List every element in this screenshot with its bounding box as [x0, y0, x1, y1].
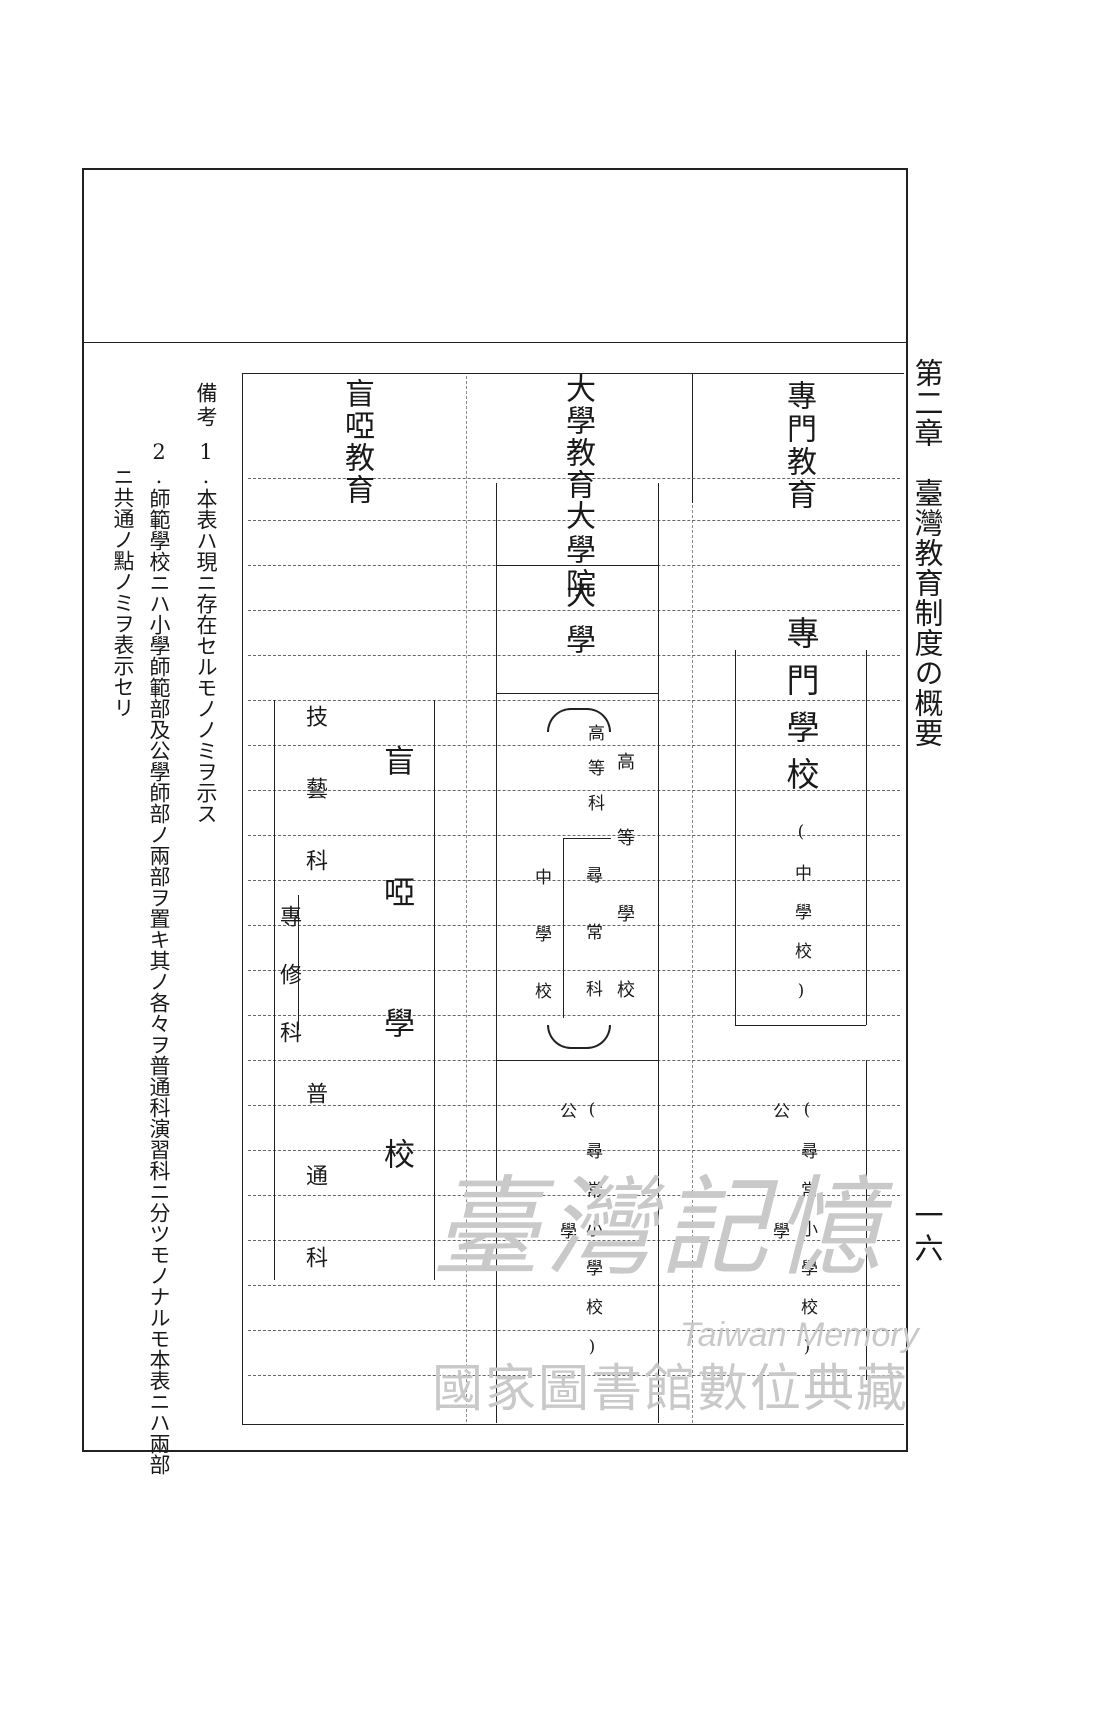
- prerequisite-side-label: 學: [769, 1222, 789, 1239]
- school-name: 盲啞學校: [378, 745, 414, 1269]
- box-divider: [496, 565, 658, 566]
- column-divider: [692, 373, 693, 503]
- row-rule: [248, 1105, 900, 1106]
- row-rule: [248, 700, 900, 701]
- box-right-edge: [658, 483, 659, 1423]
- box-left-edge: [866, 1060, 867, 1380]
- row-rule: [248, 1330, 900, 1331]
- row-rule: [248, 1285, 900, 1286]
- column-heading: 專門教育: [781, 380, 816, 512]
- column-divider: [466, 376, 467, 1422]
- column-divider: [692, 505, 693, 1423]
- column-heading: 盲啞教育: [339, 378, 374, 506]
- box-right-edge: [434, 700, 435, 1280]
- table-bottom-border: [242, 1424, 904, 1425]
- row-rule: [248, 790, 900, 791]
- running-head: 第二章 臺灣教育制度の概要: [910, 358, 944, 748]
- box-divider: [496, 693, 658, 694]
- course-separator: [563, 838, 611, 839]
- note-2-continued: ニ共通ノ點ノミヲ表示セリ: [111, 466, 135, 718]
- row-rule: [248, 1240, 900, 1241]
- middle-school: 中學校: [531, 868, 551, 1039]
- row-rule: [248, 1375, 900, 1376]
- watermark-latin: Taiwan Memory: [680, 1316, 919, 1354]
- row-rule: [248, 880, 900, 881]
- prerequisite-school: (中學校): [791, 822, 811, 1023]
- course-futsu: 普通科: [302, 1082, 327, 1328]
- notes-label: 備考: [194, 382, 218, 430]
- row-rule: [248, 745, 900, 746]
- box-left-edge: [496, 483, 497, 1423]
- row-rule: [248, 1015, 900, 1016]
- row-rule: [248, 1150, 900, 1151]
- course-separator: [563, 838, 564, 1018]
- prerequisite-side-label: 公: [556, 1102, 576, 1119]
- prerequisite-school: (尋常小學校): [582, 1100, 602, 1379]
- table-left-border: [242, 373, 243, 1425]
- box-divider: [496, 1060, 658, 1061]
- box-left-edge: [274, 700, 275, 1280]
- row-rule: [248, 970, 900, 971]
- page-number: 一六: [910, 1200, 944, 1266]
- higher-school: 高等學校: [614, 752, 635, 1056]
- box-right-edge: [866, 650, 867, 1025]
- prerequisite-side-label: 學: [556, 1222, 576, 1239]
- row-rule: [248, 1195, 900, 1196]
- graduate-school: 大學院: [560, 500, 595, 602]
- watermark-script: 臺灣記憶: [432, 1166, 889, 1291]
- school-name: 專門學校: [781, 616, 820, 804]
- university: 大學: [560, 578, 595, 670]
- row-rule: [248, 655, 900, 656]
- box-bottom-edge: [735, 1025, 866, 1026]
- top-section-rule: [82, 342, 906, 343]
- course-senshu: 專修科: [276, 905, 301, 1079]
- row-rule: [248, 610, 900, 611]
- prerequisite-school: (尋常小學校): [797, 1100, 817, 1379]
- watermark-archive: 國家圖書館數位典藏: [432, 1360, 910, 1419]
- table-top-border: [242, 373, 904, 374]
- row-rule: [248, 478, 900, 479]
- page-frame: [82, 168, 908, 1452]
- course-bracket: [298, 895, 299, 1030]
- box-left-edge: [735, 650, 736, 1025]
- column-heading: 大學教育: [560, 373, 595, 501]
- higher-course: 高等科: [584, 724, 604, 829]
- note-2: 2.師範學校ニハ小學師範部及公學師部ノ兩部ヲ置キ其ノ各々ヲ普通科演習科ニ分ツモノ…: [147, 440, 171, 1475]
- prerequisite-side-label: 公: [769, 1102, 789, 1119]
- course-gigei: 技藝科: [302, 705, 327, 921]
- row-rule: [248, 835, 900, 836]
- note-1: 1.本表ハ現ニ存在セルモノノミヲ示ス: [194, 440, 218, 824]
- ordinary-course: 尋常科: [582, 866, 602, 1037]
- row-rule: [248, 520, 900, 521]
- row-rule: [248, 925, 900, 926]
